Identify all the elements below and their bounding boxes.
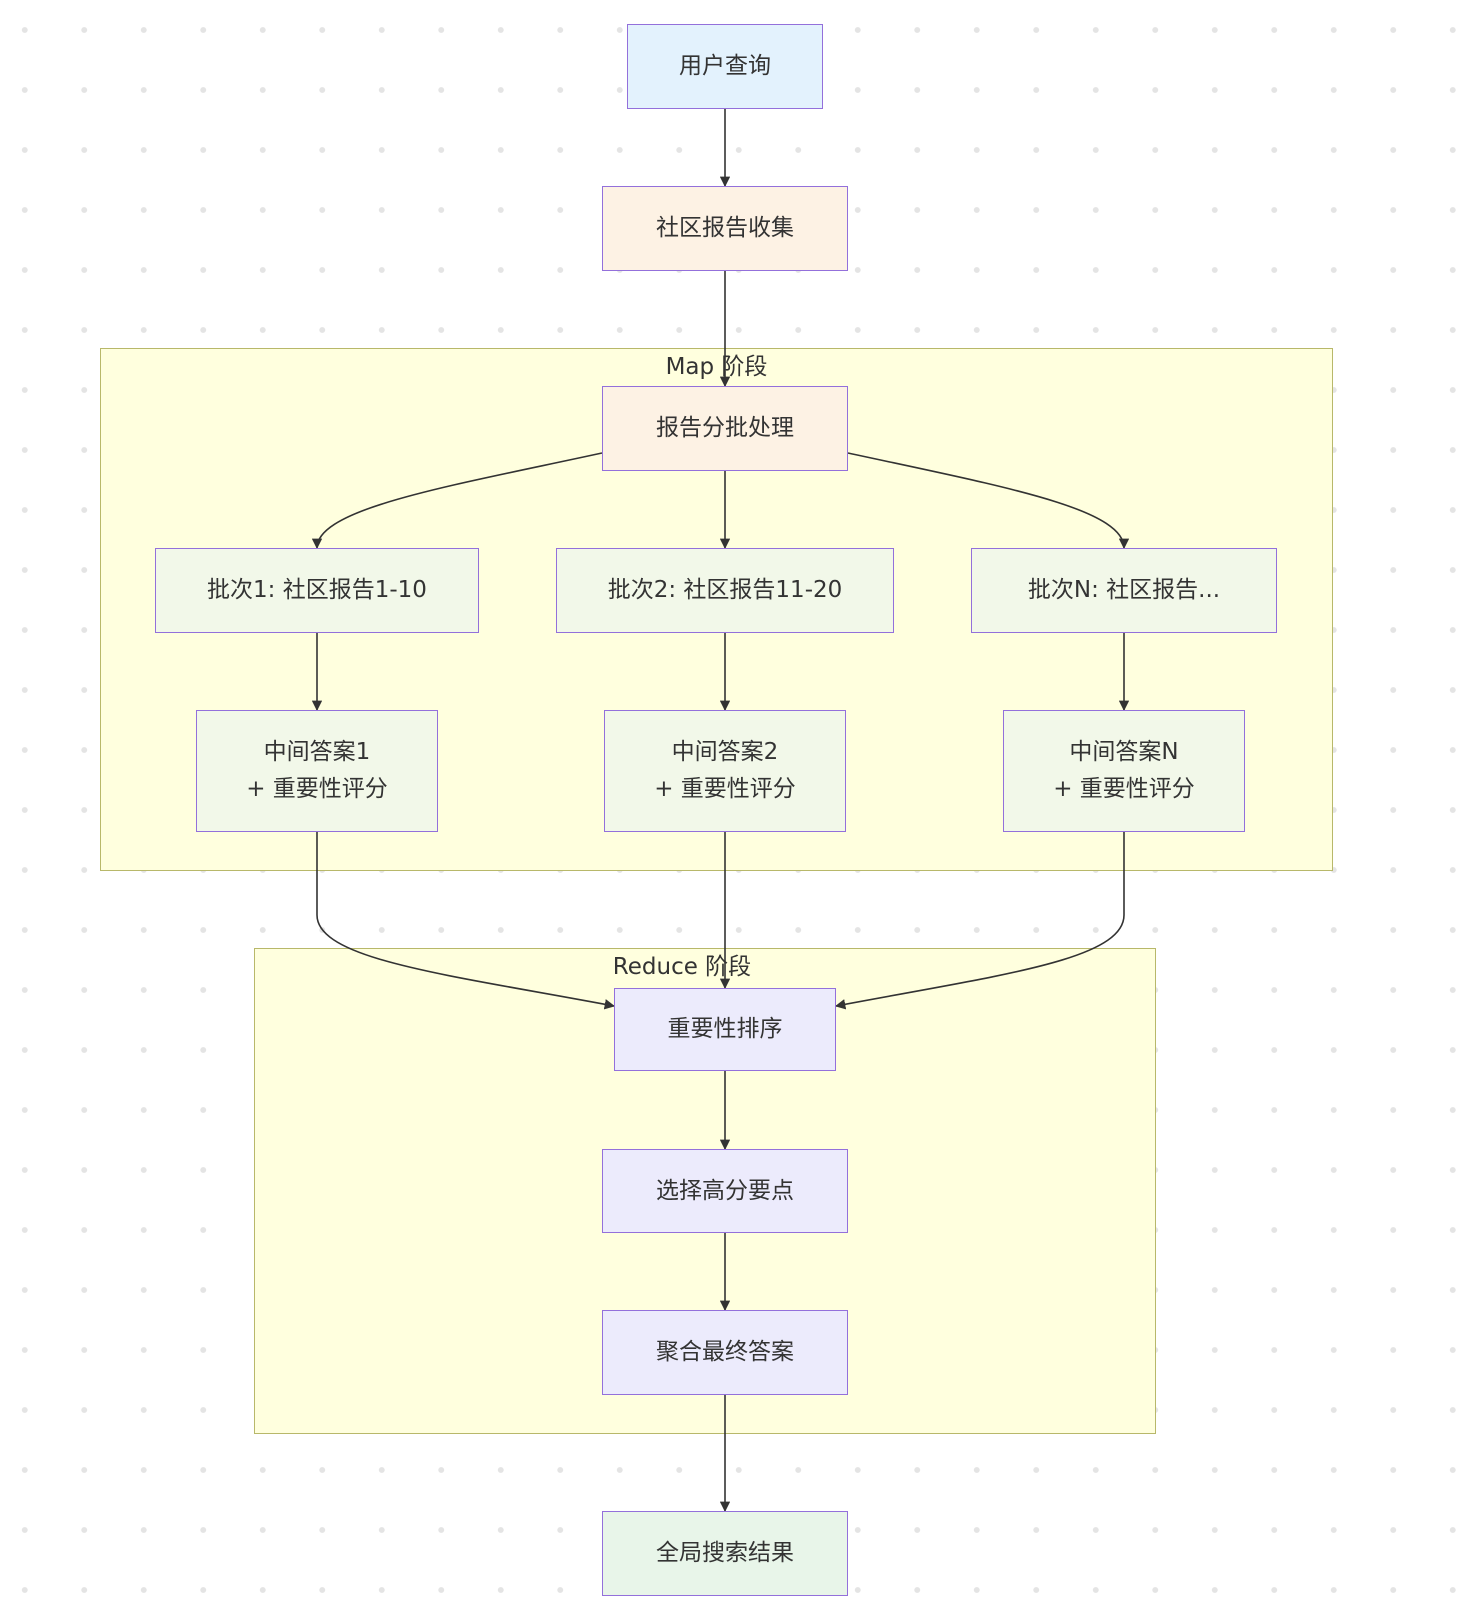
node-user-query: 用户查询: [627, 24, 823, 109]
node-intermediate-answer-1-line2: + 重要性评分: [246, 776, 388, 802]
node-intermediate-answer-1: 中间答案1 + 重要性评分: [196, 710, 438, 832]
map-stage-title: Map 阶段: [665, 354, 768, 380]
edge-batch-process-to-batchN: [847, 452, 1130, 550]
node-select-high-score-points-label: 选择高分要点: [656, 1177, 794, 1204]
node-global-search-result: 全局搜索结果: [602, 1511, 848, 1596]
node-intermediate-answer-n-line1: 中间答案N: [1069, 739, 1179, 765]
node-intermediate-answer-2-line1: 中间答案2: [671, 739, 779, 765]
node-report-batch-processing: 报告分批处理: [602, 386, 848, 471]
node-community-report-collection-label: 社区报告收集: [656, 215, 794, 241]
node-intermediate-answer-2: 中间答案2 + 重要性评分: [604, 710, 846, 832]
node-batch-2-label: 批次2: 社区报告11-20: [607, 577, 843, 603]
node-intermediate-answer-1-line1: 中间答案1: [263, 739, 371, 765]
node-batch-1: 批次1: 社区报告1-10: [155, 548, 479, 633]
node-community-report-collection: 社区报告收集: [602, 186, 848, 271]
edge-answerN-to-sort: [834, 832, 1125, 1010]
node-batch-1-label: 批次1: 社区报告1-10: [207, 577, 427, 603]
node-intermediate-answer-2-line2: + 重要性评分: [654, 776, 796, 802]
node-importance-sorting-label: 重要性排序: [667, 1016, 783, 1042]
node-batch-n: 批次N: 社区报告...: [971, 548, 1277, 633]
node-report-batch-processing-label: 报告分批处理: [656, 415, 794, 441]
node-batch-2: 批次2: 社区报告11-20: [556, 548, 894, 633]
node-user-query-label: 用户查询: [679, 53, 771, 79]
node-intermediate-answer-n: 中间答案N + 重要性评分: [1003, 710, 1245, 832]
reduce-stage-title: Reduce 阶段: [612, 954, 752, 980]
node-aggregate-final-answer-label: 聚合最终答案: [656, 1339, 794, 1365]
node-intermediate-answer-n-line2: + 重要性评分: [1053, 776, 1195, 802]
node-select-high-score-points: 选择高分要点: [602, 1149, 848, 1233]
node-global-search-result-label: 全局搜索结果: [656, 1540, 794, 1566]
node-aggregate-final-answer: 聚合最终答案: [602, 1310, 848, 1395]
node-batch-n-label: 批次N: 社区报告...: [1027, 577, 1221, 603]
node-importance-sorting: 重要性排序: [614, 988, 836, 1071]
edge-answer1-to-sort: [316, 832, 616, 1010]
edge-batch-process-to-batch1: [311, 452, 603, 550]
